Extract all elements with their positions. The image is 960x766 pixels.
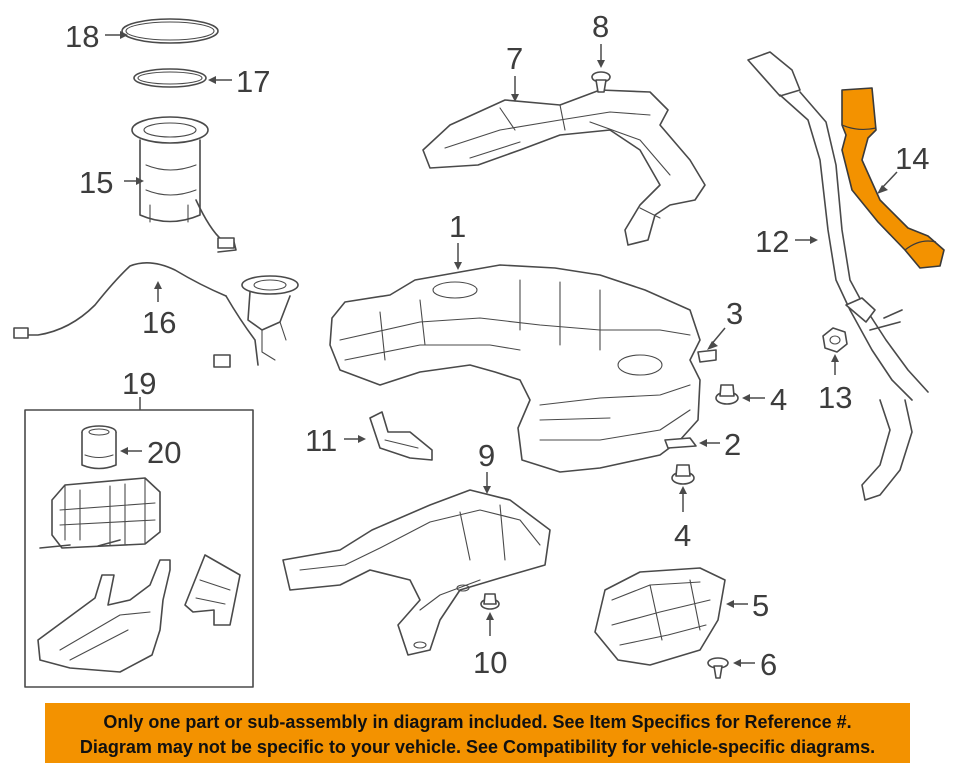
part-17-lock-ring	[133, 68, 232, 88]
part-13-nut	[822, 327, 848, 375]
callout-2: 2	[724, 427, 741, 462]
callout-15: 15	[79, 165, 113, 200]
callout-6: 6	[760, 647, 777, 682]
callout-16: 16	[142, 305, 176, 340]
callout-7: 7	[506, 41, 523, 76]
part-9-tank-strap-lower	[282, 472, 551, 656]
part-20-filter	[81, 425, 142, 470]
callout-14: 14	[895, 141, 929, 176]
part-18-seal-ring	[105, 18, 219, 44]
callout-13: 13	[818, 380, 852, 415]
part-11-bracket	[344, 411, 433, 461]
part-19-canister	[37, 477, 241, 673]
part-4-nut-lower	[671, 464, 695, 512]
part-5-heat-shield	[594, 567, 748, 666]
part-8-push-pin	[591, 44, 611, 93]
part-2-bracket	[664, 437, 720, 449]
part-12-filler-tube	[747, 51, 929, 501]
part-15-fuel-pump-module	[124, 116, 237, 253]
part-19-box	[24, 409, 254, 688]
callout-18: 18	[65, 19, 99, 54]
callout-4-upper: 4	[770, 382, 787, 417]
callout-3: 3	[726, 296, 743, 331]
part-14-vent-tube-highlighted	[841, 87, 945, 269]
callout-4-lower: 4	[674, 518, 691, 553]
disclaimer-line-1: Only one part or sub-assembly in diagram…	[103, 712, 852, 732]
part-10-push-pin	[480, 593, 500, 636]
callout-10: 10	[473, 645, 507, 680]
part-3-bracket	[697, 327, 726, 363]
callout-9: 9	[478, 438, 495, 473]
callout-17: 17	[236, 64, 270, 99]
disclaimer-line-2: Diagram may not be specific to your vehi…	[79, 737, 876, 757]
callout-12: 12	[755, 224, 789, 259]
callout-5: 5	[752, 588, 769, 623]
callout-19: 19	[122, 366, 156, 401]
callout-20: 20	[147, 435, 181, 470]
callout-8: 8	[592, 9, 609, 44]
part-6-push-pin	[707, 657, 755, 679]
part-16-wiring-harness	[13, 262, 299, 368]
callout-1: 1	[449, 209, 466, 244]
disclaimer-banner: Only one part or sub-assembly in diagram…	[45, 703, 910, 763]
fuel-system-parts-diagram: 18 17 15 16 19	[13, 9, 945, 688]
callout-11: 11	[305, 423, 337, 458]
part-4-nut-upper	[715, 384, 765, 405]
